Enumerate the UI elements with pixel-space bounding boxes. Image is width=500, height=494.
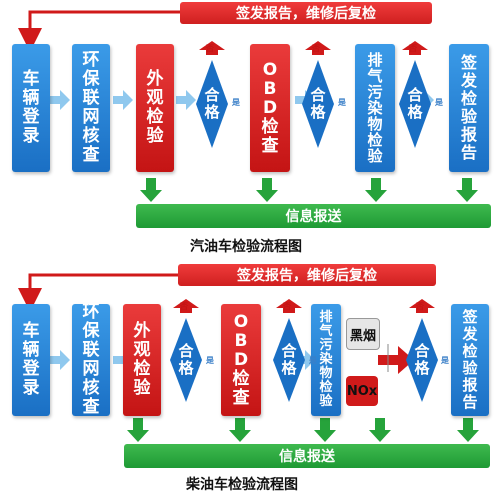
pass-diamond-3: 合格 xyxy=(406,318,438,402)
fail-label: 否 xyxy=(312,44,320,53)
step-network-check: 环保联网核查 xyxy=(72,44,110,172)
fail-arrows-diesel xyxy=(173,299,435,313)
pass-diamond-1: 合格 xyxy=(196,60,228,148)
yes-label: 是 xyxy=(441,356,449,365)
yes-label: 是 xyxy=(435,98,443,107)
pass-label: 合格 xyxy=(178,342,194,377)
step-label: 排气污染物检验 xyxy=(367,51,383,165)
info-report-label: 信息报送 xyxy=(285,209,342,225)
black-smoke-label: 黑烟 xyxy=(349,328,376,344)
step-network-check: 环保联网核查 xyxy=(72,302,110,417)
step-emission: 排气污染物检验 xyxy=(355,44,395,172)
pass-label: 合格 xyxy=(407,86,423,121)
fail-label: 否 xyxy=(283,302,291,311)
step-appearance: 外观检验 xyxy=(136,44,174,172)
fail-label: 否 xyxy=(409,44,417,53)
caption-gasoline: 汽油车检验流程图 xyxy=(190,239,302,255)
step-label: 外观检验 xyxy=(133,321,151,398)
fail-label: 否 xyxy=(180,302,188,311)
fail-arrows-gasoline xyxy=(199,41,428,55)
caption-diesel: 柴油车检验流程图 xyxy=(186,477,298,493)
step-sign-report: 签发检验报告 xyxy=(449,44,489,172)
black-smoke-box: 黑烟 xyxy=(346,318,380,350)
step-vehicle-login: 车辆登录 xyxy=(12,44,50,172)
retest-banner-gasoline: 签发报告，维修后复检 xyxy=(180,2,432,24)
pass-diamond-2: 合格 xyxy=(273,318,305,402)
info-report-label: 信息报送 xyxy=(279,449,335,465)
loop-arrow-diesel xyxy=(18,273,180,312)
step-label: 签发检验报告 xyxy=(462,308,478,411)
pass-label: 合格 xyxy=(204,86,220,121)
fail-label: 否 xyxy=(206,44,214,53)
step-label: 环保联网核查 xyxy=(82,302,100,417)
report-arrows-diesel xyxy=(127,418,479,442)
step-label: 车辆登录 xyxy=(22,321,40,398)
info-report-bar-gasoline: 信息报送 xyxy=(136,204,491,228)
step-appearance: 外观检验 xyxy=(123,304,161,416)
step-label: 外观检验 xyxy=(146,69,164,146)
step-label: 环保联网核查 xyxy=(82,50,100,165)
yes-label: 是 xyxy=(338,98,346,107)
pass-diamond-3: 合格 xyxy=(399,60,431,148)
step-label: 签发检验报告 xyxy=(460,53,477,162)
step-vehicle-login: 车辆登录 xyxy=(12,304,50,416)
retest-banner-diesel: 签发报告，维修后复检 xyxy=(178,264,436,286)
info-report-bar-diesel: 信息报送 xyxy=(124,444,490,468)
report-arrows-gasoline xyxy=(140,178,478,202)
loop-arrow-gasoline xyxy=(18,10,180,52)
pass-label: 合格 xyxy=(310,86,326,121)
nox-label: NOx xyxy=(346,383,378,399)
retest-banner-text: 签发报告，维修后复检 xyxy=(237,268,377,284)
step-label: 排气污染物检验 xyxy=(319,310,333,409)
pass-label: 合格 xyxy=(281,342,297,377)
yes-label: 是 xyxy=(309,356,317,365)
pass-label: 合格 xyxy=(414,342,430,377)
pass-diamond-1: 合格 xyxy=(170,318,202,402)
fail-label: 否 xyxy=(416,302,424,311)
yes-label: 是 xyxy=(232,98,240,107)
retest-banner-text: 签发报告，维修后复检 xyxy=(236,6,376,22)
nox-arrow xyxy=(378,346,414,374)
step-emission: 排气污染物检验 xyxy=(311,304,341,416)
nox-box: NOx xyxy=(346,376,378,406)
step-label: 车辆登录 xyxy=(22,69,40,146)
pass-diamond-2: 合格 xyxy=(302,60,334,148)
yes-label: 是 xyxy=(206,356,214,365)
step-sign-report: 签发检验报告 xyxy=(451,304,489,416)
